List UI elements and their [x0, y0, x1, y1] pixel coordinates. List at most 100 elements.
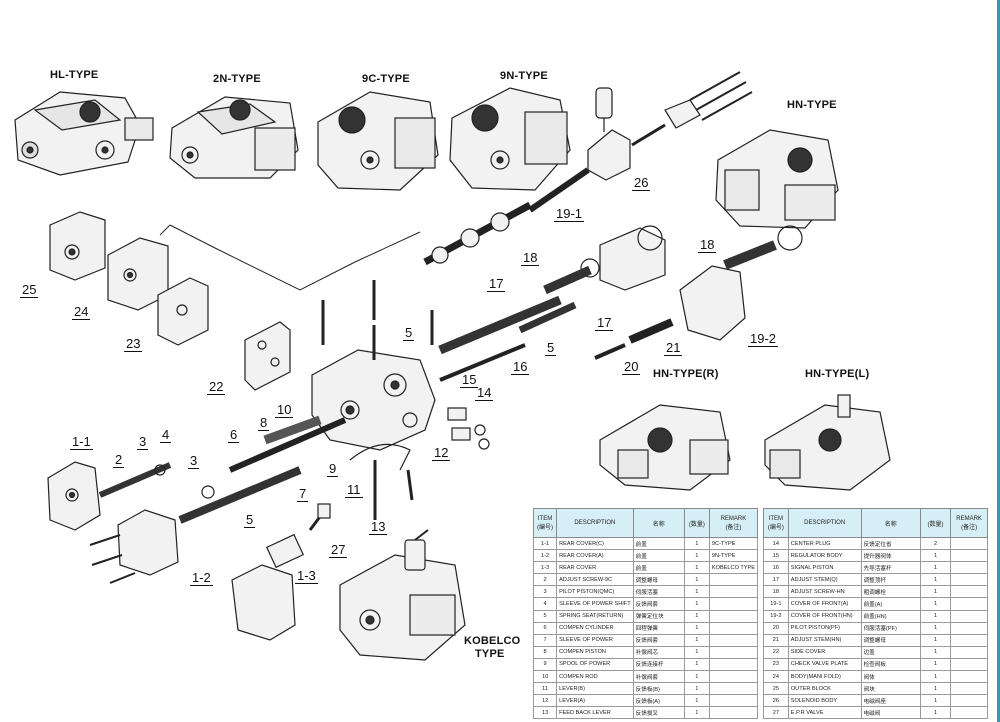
cell-desc: PILOT PISTON(QMC) [556, 585, 634, 599]
cell-desc: SLEEVE OF POWER [556, 633, 634, 647]
cell-name: 调整螺母 [860, 633, 921, 647]
rear-cover-1-2 [89, 509, 179, 584]
front-cover-19-2 [594, 225, 803, 360]
cell-name: 反馈板(A) [632, 694, 685, 708]
cell-name: 电磁阀座 [860, 694, 921, 708]
col-item: ITEM (编号) [763, 508, 789, 538]
cell-name: 先导活塞杆 [860, 561, 921, 575]
kobelco-type-pump [339, 529, 466, 661]
callout-2: 2 [113, 452, 125, 468]
cell-name: 反馈定位省 [860, 536, 921, 551]
cell-remark [950, 706, 988, 720]
callout-12: 12 [432, 445, 451, 461]
callout-7: 7 [297, 486, 309, 502]
cell-remark [708, 573, 759, 587]
cell-name: 电磁阀 [860, 706, 921, 720]
cell-name: 调整螺母 [632, 573, 685, 587]
cell-name: 反馈阀套 [632, 633, 685, 647]
callout-15: 15 [460, 372, 479, 388]
cell-qty: 2 [919, 536, 952, 551]
col-name: 名称 [860, 508, 921, 538]
callout-1-2: 1-2 [190, 570, 213, 586]
cell-item: 14 [763, 536, 789, 551]
cell-name: 伺服活塞(PF) [860, 621, 921, 635]
cell-item: 25 [763, 682, 789, 696]
cell-name: 粗调螺栓 [860, 585, 921, 599]
cell-qty: 1 [919, 694, 952, 708]
callout-25: 25 [20, 282, 39, 298]
col-description: DESCRIPTION [787, 508, 862, 538]
callout-10: 10 [275, 402, 294, 418]
cell-name: 前盖(HN) [860, 609, 921, 623]
cell-qty: 1 [683, 657, 710, 672]
cell-desc: COMPEN PISTON [556, 645, 634, 659]
cell-desc: SPRING SEAT(RETURN) [556, 609, 634, 623]
cell-remark [708, 597, 759, 611]
callout-26: 26 [632, 175, 651, 191]
left-spool-train [98, 415, 347, 524]
cell-remark [950, 657, 988, 672]
hn-type-pump [715, 129, 839, 229]
cell-item: 7 [532, 633, 558, 647]
cell-qty: 1 [919, 549, 952, 563]
parts-table-left: ITEM (编号) DESCRIPTION 名称 (数量) REMARK (备注… [532, 508, 759, 720]
col-item: ITEM (编号) [532, 508, 558, 538]
cell-item: 9 [532, 657, 558, 672]
cell-qty: 1 [683, 633, 710, 647]
hn-type-r-pump [599, 404, 731, 491]
callout-19-1: 19-1 [554, 206, 585, 222]
cell-remark [708, 621, 759, 635]
cell-remark: KOBELCO TYPE [708, 561, 759, 575]
hl-type-pump [14, 91, 154, 176]
cell-desc: COVER OF FRONT(HN) [787, 609, 862, 623]
hn-type-r-label: HN-TYPE(R) [653, 368, 719, 380]
cell-item: 8 [532, 645, 558, 659]
col-remark: REMARK (备注) [950, 508, 988, 538]
col-qty: (数量) [919, 508, 952, 538]
cell-remark: 9N-TYPE [708, 549, 759, 563]
cell-desc: LEVER(A) [556, 694, 634, 708]
cell-qty: 1 [919, 633, 952, 647]
cell-qty: 1 [683, 585, 710, 599]
cell-name: 反馈阀套 [632, 597, 685, 611]
cell-item: 4 [532, 597, 558, 611]
cell-qty: 1 [683, 536, 710, 551]
cell-desc: SIDE COVER [787, 645, 862, 659]
callout-18a: 18 [521, 250, 540, 266]
springs-center [438, 295, 577, 382]
cell-item: 26 [763, 694, 789, 708]
cell-qty: 1 [919, 645, 952, 659]
cell-desc: REAR COVER(C) [556, 536, 634, 551]
callout-11: 11 [345, 482, 363, 498]
cell-desc: PILOT PISTON(PF) [787, 621, 862, 635]
cell-qty: 1 [683, 561, 710, 575]
regulator-body-15 [311, 349, 436, 451]
cell-remark [950, 621, 988, 635]
parts-table-right: ITEM (编号) DESCRIPTION 名称 (数量) REMARK (备注… [763, 508, 988, 720]
callout-3a: 3 [137, 434, 149, 450]
cell-name: 前盖(A) [860, 597, 921, 611]
cell-name: 阀体 [860, 670, 921, 684]
callout-5b: 5 [545, 340, 557, 356]
cell-remark [708, 609, 759, 623]
cell-remark [950, 561, 988, 575]
cell-name: 补偿阀套 [632, 670, 685, 684]
cell-qty: 1 [919, 670, 952, 684]
cell-desc: COMPEN CYLINDER [556, 621, 634, 635]
cell-item: 2 [532, 573, 558, 587]
cell-desc: OUTER BLOCK [787, 682, 862, 696]
cell-desc: ADJUST STEM(HN) [787, 633, 862, 647]
check-plate-23 [157, 277, 209, 346]
